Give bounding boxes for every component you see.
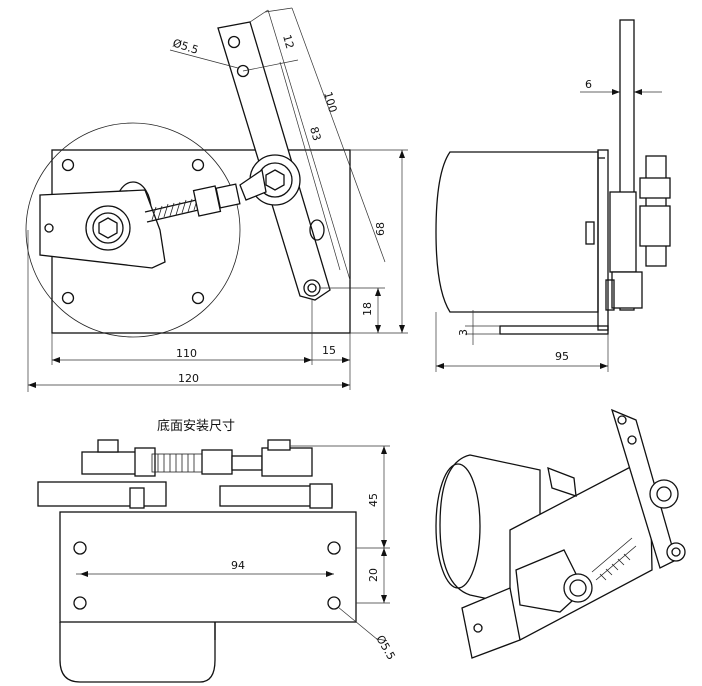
dim-94: 94 xyxy=(231,559,245,572)
dim-120: 120 xyxy=(178,372,199,385)
motor-body-side xyxy=(435,151,599,313)
crank-bottom xyxy=(37,481,167,507)
bracket-foot xyxy=(499,325,609,335)
plate-slot xyxy=(309,219,325,241)
dim-110: 110 xyxy=(176,347,197,360)
dim-18: 18 xyxy=(361,302,374,316)
dim-83: 83 xyxy=(307,125,323,142)
spring-bottom xyxy=(151,453,203,473)
dim-3: 3 xyxy=(457,329,470,336)
front-view xyxy=(25,21,351,338)
isometric-view xyxy=(435,408,686,659)
motor-circle xyxy=(25,122,241,338)
dim-12: 12 xyxy=(280,33,296,50)
motor-body-bottom xyxy=(59,622,216,683)
lever-link xyxy=(217,21,331,301)
iso-motor xyxy=(439,454,541,611)
dim-6: 6 xyxy=(585,78,592,91)
spring-rod xyxy=(144,183,241,223)
side-view xyxy=(435,19,671,335)
dim-100: 100 xyxy=(321,90,339,114)
iso-foot xyxy=(461,587,521,659)
bottom-view-caption: 底面安装尺寸 xyxy=(157,418,235,434)
dim-95: 95 xyxy=(555,350,569,363)
plate-hole xyxy=(191,291,205,305)
bottom-view xyxy=(37,439,357,683)
crank-pin xyxy=(44,223,54,233)
crank-nut xyxy=(98,217,118,239)
front-view-dimensions xyxy=(27,7,408,392)
plate-hole xyxy=(61,158,75,172)
plate-hole xyxy=(191,158,205,172)
plate-hole xyxy=(61,291,75,305)
crank-arm xyxy=(39,189,166,269)
crank-hub-outer xyxy=(85,205,131,251)
bracket-side xyxy=(597,149,609,331)
bottom-view-dimensions xyxy=(290,445,390,641)
side-view-dimensions xyxy=(435,89,662,372)
dim-20: 20 xyxy=(367,568,380,582)
dim-45: 45 xyxy=(367,493,380,507)
dim-68: 68 xyxy=(374,222,387,236)
dim-hole-dia-bottom: Ø5.5 xyxy=(373,633,397,662)
crank-hub-inner xyxy=(92,212,124,244)
dim-15: 15 xyxy=(322,344,336,357)
base-plate xyxy=(59,511,357,623)
